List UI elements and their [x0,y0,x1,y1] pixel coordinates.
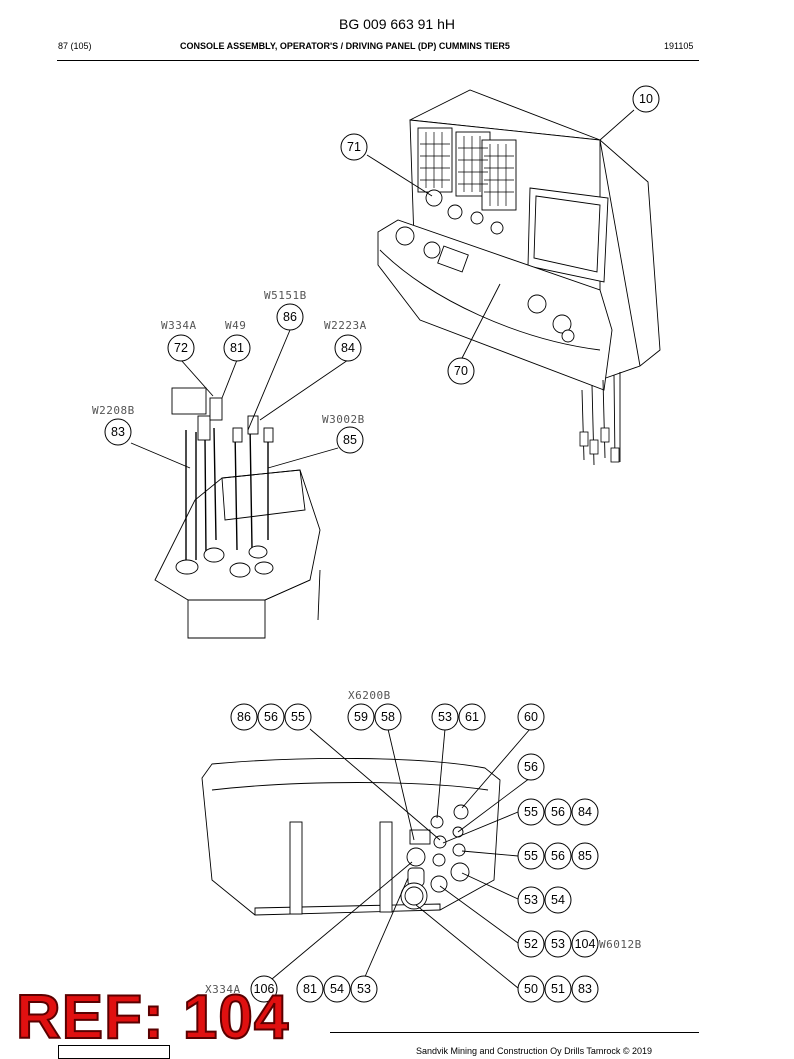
svg-text:81: 81 [230,341,244,355]
wire-label-w2208b: W2208B [92,404,135,417]
callout-53: 53 [544,930,572,958]
svg-text:59: 59 [354,710,368,724]
callout-56: 56 [517,753,545,781]
wire-label-w3002b: W3002B [322,413,365,426]
callout-85: 85 [571,842,599,870]
svg-text:51: 51 [551,982,565,996]
callout-60: 60 [517,703,545,731]
document-code: 191105 [664,41,694,51]
callout-84: 84 [571,798,599,826]
svg-text:55: 55 [291,710,305,724]
svg-text:56: 56 [524,760,538,774]
wire-label-w49: W49 [225,319,246,332]
callout-55: 55 [284,703,312,731]
svg-text:70: 70 [454,364,468,378]
callout-10: 10 [632,85,660,113]
callout-56: 56 [544,842,572,870]
callout-81: 81 [223,334,251,362]
callout-53: 53 [350,975,378,1003]
svg-text:81: 81 [303,982,317,996]
svg-text:53: 53 [438,710,452,724]
svg-text:10: 10 [639,92,653,106]
svg-text:84: 84 [341,341,355,355]
svg-text:72: 72 [174,341,188,355]
callout-104: 104 [571,930,599,958]
svg-text:58: 58 [381,710,395,724]
wire-label-w5151b: W5151B [264,289,307,302]
callout-81: 81 [296,975,324,1003]
callout-53: 53 [431,703,459,731]
callout-71: 71 [340,133,368,161]
svg-text:53: 53 [551,937,565,951]
svg-text:85: 85 [343,433,357,447]
svg-text:52: 52 [524,937,538,951]
wire-label-x6200b: X6200B [348,689,391,702]
callout-55: 55 [517,798,545,826]
console-assembly-illustration [366,89,661,466]
svg-text:83: 83 [578,982,592,996]
document-id: BG 009 663 91 hH [339,16,455,32]
svg-text:85: 85 [578,849,592,863]
callout-86: 86 [276,303,304,331]
svg-text:53: 53 [524,893,538,907]
svg-text:54: 54 [551,893,565,907]
footer-rule [330,1032,699,1033]
callout-86: 86 [230,703,258,731]
callout-59: 59 [347,703,375,731]
callout-51: 51 [544,975,572,1003]
rear-panel-illustration [201,728,531,989]
callout-56: 56 [257,703,285,731]
callout-58: 58 [374,703,402,731]
wire-label-w6012b: W6012B [599,938,642,951]
callout-106: 106 [250,975,278,1003]
callout-52: 52 [517,930,545,958]
svg-text:56: 56 [551,849,565,863]
callout-61: 61 [458,703,486,731]
reference-stamp: REF: 104 [15,983,290,1052]
wire-label-w2223a: W2223A [324,319,367,332]
svg-text:54: 54 [330,982,344,996]
callout-72: 72 [167,334,195,362]
svg-text:104: 104 [575,937,596,951]
callout-54: 54 [544,886,572,914]
svg-text:83: 83 [111,425,125,439]
callout-54: 54 [323,975,351,1003]
svg-text:86: 86 [237,710,251,724]
svg-text:53: 53 [357,982,371,996]
svg-text:71: 71 [347,140,361,154]
svg-text:50: 50 [524,982,538,996]
svg-text:60: 60 [524,710,538,724]
copyright-footer: Sandvik Mining and Construction Oy Drill… [416,1046,653,1056]
wiring-detail-illustration [130,329,349,639]
svg-text:56: 56 [264,710,278,724]
wire-label-w334a: W334A [161,319,197,332]
svg-text:106: 106 [254,982,275,996]
page-number: 87 (105) [58,41,92,51]
svg-text:84: 84 [578,805,592,819]
callout-55: 55 [517,842,545,870]
callout-84: 84 [334,334,362,362]
svg-text:55: 55 [524,805,538,819]
svg-text:86: 86 [283,310,297,324]
svg-text:61: 61 [465,710,479,724]
svg-text:55: 55 [524,849,538,863]
callout-56: 56 [544,798,572,826]
callout-85: 85 [336,426,364,454]
callout-83: 83 [104,418,132,446]
callout-83: 83 [571,975,599,1003]
callout-50: 50 [517,975,545,1003]
wire-label-x334a: X334A [205,983,241,996]
page-title: CONSOLE ASSEMBLY, OPERATOR'S / DRIVING P… [180,41,510,51]
svg-text:56: 56 [551,805,565,819]
callout-53: 53 [517,886,545,914]
header-rule [57,60,699,61]
callout-70: 70 [447,357,475,385]
